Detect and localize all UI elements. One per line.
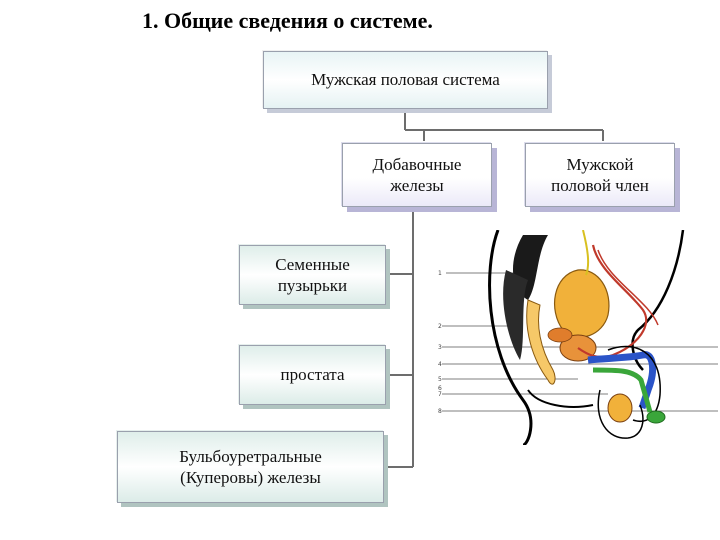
- gland-box-label-line: Бульбоуретральные: [179, 446, 322, 466]
- branch-box-label-line: Добавочные: [372, 154, 462, 174]
- gland-box-label-line: Семенные: [275, 254, 350, 274]
- leader-number: 5: [438, 376, 442, 383]
- gland-box-label-line: пузырьки: [277, 276, 348, 295]
- leader-number: 6: [438, 385, 442, 392]
- branch-box-penis[interactable]: Мужской половой член: [525, 143, 675, 207]
- leader-number: 8: [438, 408, 442, 415]
- sacrum: [503, 270, 528, 360]
- gland-box-label-line: простата: [280, 365, 345, 385]
- leader-number: 1: [438, 270, 442, 277]
- urethra-blue: [587, 351, 657, 410]
- perineum-outline: [527, 389, 594, 408]
- root-box-male-reproductive-system[interactable]: Мужская половая система: [263, 51, 548, 109]
- slide-title: 1. Общие сведения о системе.: [142, 8, 433, 33]
- branch-box-accessory-glands[interactable]: Добавочные железы: [342, 143, 492, 207]
- glans: [646, 410, 666, 424]
- branch-box-label-line: половой член: [551, 176, 649, 195]
- gland-box-prostate[interactable]: простата: [239, 345, 386, 405]
- bladder: [554, 269, 610, 338]
- vessel: [597, 249, 659, 326]
- testis: [607, 393, 633, 423]
- leader-number: 7: [438, 391, 442, 398]
- body-outline: [488, 230, 533, 445]
- gland-box-bulbourethral-glands[interactable]: Бульбоуретральные (Куперовы) железы: [117, 431, 384, 503]
- rectum: [526, 299, 556, 385]
- seminal-vesicle: [547, 327, 573, 343]
- branch-box-label-line: Мужской: [566, 154, 634, 174]
- gland-box-seminal-vesicles[interactable]: Семенные пузырьки: [239, 245, 386, 305]
- branch-box-label-line: железы: [390, 176, 444, 195]
- leader-number: 2: [438, 323, 442, 330]
- root-box-label: Мужская половая система: [311, 70, 500, 90]
- ureter: [582, 230, 590, 276]
- leader-number: 4: [438, 361, 442, 368]
- urethra-green: [592, 367, 653, 413]
- gland-box-label-line: (Куперовы) железы: [180, 468, 321, 487]
- scrotum-outline: [597, 389, 644, 439]
- leader-number: 3: [438, 344, 442, 351]
- penis-outline: [607, 345, 661, 422]
- anatomy-illustration: 1 2 3 4 5 6 7 8: [438, 230, 718, 445]
